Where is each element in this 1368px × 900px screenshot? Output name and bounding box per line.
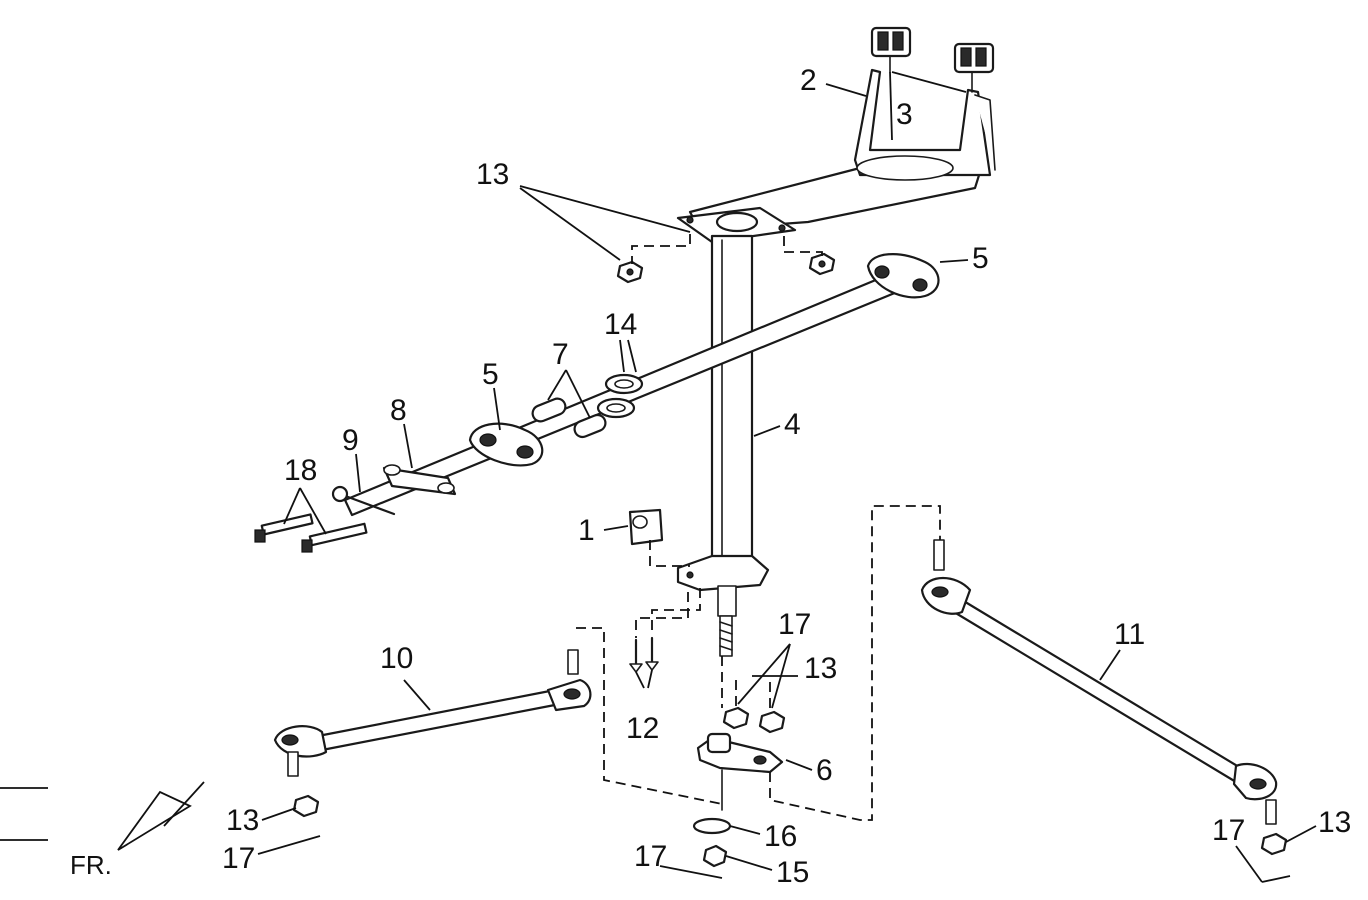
callout-2: 2	[800, 64, 817, 97]
bushing-part-7	[531, 397, 607, 439]
tie-rod-part-10	[273, 649, 592, 777]
callout-7: 7	[552, 338, 569, 371]
callout-9: 9	[342, 424, 359, 457]
tie-rod-part-11	[920, 539, 1278, 825]
callout-14: 14	[604, 308, 637, 341]
front-direction-label: FR.	[70, 850, 112, 880]
clamp-part-5-middle	[468, 422, 544, 467]
callout-13-middle: 13	[804, 652, 837, 685]
pitman-arm-part-6	[696, 732, 784, 811]
callout-3: 3	[896, 98, 913, 131]
bolt-part-9	[331, 485, 396, 516]
leader-lines	[257, 71, 1317, 883]
nut-part-13-right	[1260, 832, 1288, 856]
screw-part-12	[629, 636, 659, 673]
steering-column-part-4	[676, 234, 770, 657]
callout-17-middle: 17	[778, 608, 811, 641]
callout-17-right: 17	[1212, 814, 1245, 847]
clamp-part-5-upper	[866, 253, 940, 299]
page-edge-marks	[0, 787, 48, 841]
callout-13-right: 13	[1318, 806, 1351, 839]
callout-17-bottom: 17	[634, 840, 667, 873]
callout-numbers: 2 3 13 5 14 7 5 8 9 18 4 1 12 17 13 6 16…	[222, 64, 1351, 889]
washer-part-14	[596, 373, 644, 419]
bushing-part-1	[628, 508, 664, 546]
callout-15: 15	[776, 856, 809, 889]
callout-11: 11	[1114, 618, 1145, 651]
callout-17-left: 17	[222, 842, 255, 875]
bolt-part-18	[254, 513, 368, 553]
front-direction-arrow-icon	[117, 781, 205, 851]
callout-16: 16	[764, 820, 797, 853]
nut-part-13-upper	[616, 252, 836, 284]
plate-part-8	[382, 464, 457, 496]
connector-part-3	[870, 26, 995, 93]
callout-18: 18	[284, 454, 317, 487]
callout-5-middle: 5	[482, 358, 499, 391]
column-top-plate	[676, 206, 797, 244]
top-bracket-part-2	[688, 68, 996, 232]
callout-13-left: 13	[226, 804, 259, 837]
callout-6: 6	[816, 754, 833, 787]
callout-10: 10	[380, 642, 413, 675]
nut-part-15	[702, 844, 728, 868]
callout-5-upper: 5	[972, 242, 989, 275]
washer-part-16	[692, 817, 732, 835]
callout-8: 8	[390, 394, 407, 427]
assembly-dashed-lines	[576, 234, 941, 821]
callout-1: 1	[578, 514, 595, 547]
callout-12: 12	[626, 712, 659, 745]
callout-13-top: 13	[476, 158, 509, 191]
callout-4: 4	[784, 408, 801, 441]
nut-part-13-left	[292, 794, 320, 818]
nut-part-13-middle	[722, 706, 786, 734]
